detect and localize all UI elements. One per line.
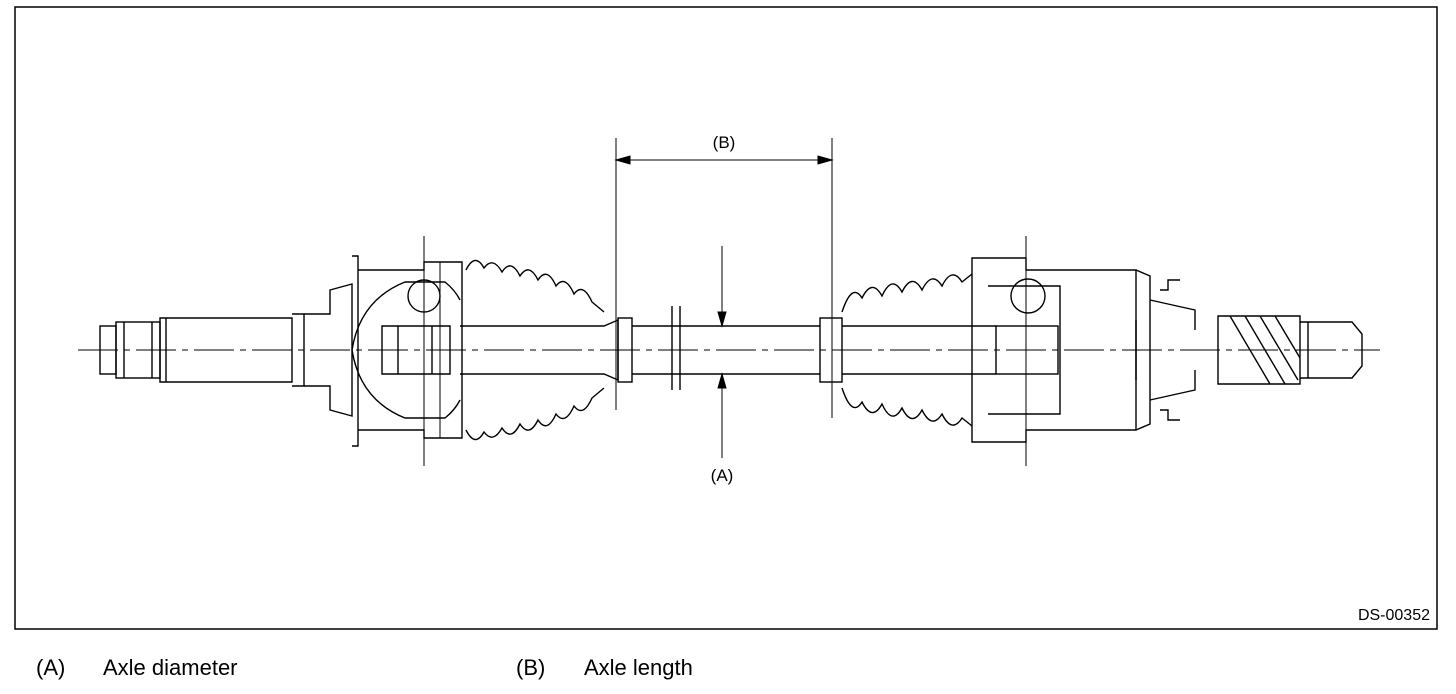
center-axle-shaft bbox=[632, 306, 820, 390]
left-stub-shaft bbox=[99, 313, 305, 387]
dimension-b-axle-length bbox=[614, 138, 834, 418]
left-outer-joint bbox=[304, 236, 463, 466]
dimension-a-axle-diameter bbox=[717, 246, 727, 458]
legend-key-b: (B) bbox=[516, 655, 546, 680]
left-boot-top bbox=[465, 259, 605, 313]
figure-id: DS-00352 bbox=[1358, 607, 1430, 624]
right-boot-band bbox=[819, 317, 843, 383]
legend-text-a: Axle diameter bbox=[103, 655, 238, 680]
right-shaft-neck bbox=[842, 325, 996, 375]
left-boot-bottom bbox=[465, 387, 605, 441]
left-boot-band bbox=[617, 317, 633, 383]
right-spline-stub bbox=[1217, 315, 1363, 385]
right-boot-top bbox=[841, 273, 973, 313]
right-inner-joint bbox=[971, 236, 1151, 466]
left-shaft-neck bbox=[460, 318, 619, 382]
drive-shaft-drawing: (B) (A) DS-00352 bbox=[14, 6, 1438, 630]
legend-key-a: (A) bbox=[36, 655, 66, 680]
drive-shaft-diagram: (B) (A) DS-00352 bbox=[14, 6, 1438, 630]
legend: (A) Axle diameter (B) Axle length bbox=[0, 655, 1456, 689]
right-housing-clip bbox=[1149, 279, 1196, 421]
callout-b-label: (B) bbox=[713, 133, 736, 152]
right-boot-bottom bbox=[841, 387, 973, 427]
legend-text-b: Axle length bbox=[584, 655, 693, 680]
callout-a-label: (A) bbox=[711, 466, 734, 485]
figure-frame bbox=[14, 6, 1438, 630]
